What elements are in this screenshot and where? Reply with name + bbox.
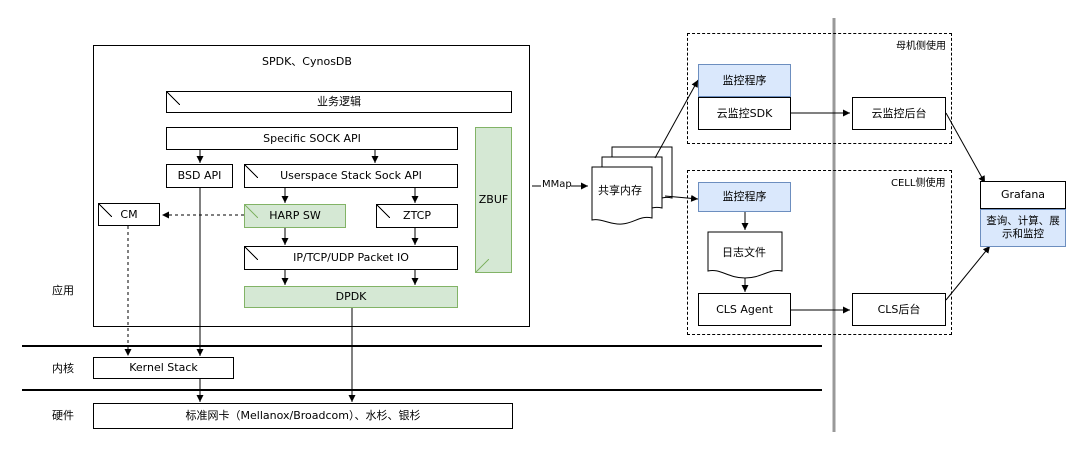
layer-label-hardware: 硬件 <box>52 409 74 422</box>
grafana-box: Grafana <box>980 181 1066 209</box>
cloud-monitor-backend-box: 云监控后台 <box>852 97 946 130</box>
business-logic-box: 业务逻辑 <box>166 91 512 113</box>
host-group-title: 母机侧使用 <box>896 41 946 52</box>
dpdk-box: DPDK <box>244 286 458 308</box>
app-group-title: SPDK、CynosDB <box>262 55 352 68</box>
nic-box: 标准网卡（Mellanox/Broadcom）、水杉、银杉 <box>93 403 513 429</box>
layer-label-app: 应用 <box>52 284 74 297</box>
shared-mem-label: 共享内存 <box>598 184 642 197</box>
mmap-label: MMap <box>542 179 572 190</box>
cls-backend-box: CLS后台 <box>852 293 946 326</box>
cls-agent-box: CLS Agent <box>698 293 791 326</box>
harp-sw-box: HARP SW <box>244 204 346 228</box>
arrow-cloud-backend-to-grafana <box>945 112 986 184</box>
cm-box: CM <box>98 203 160 226</box>
specific-sock-api-box: Specific SOCK API <box>166 127 458 150</box>
layer-label-kernel: 内核 <box>52 362 74 375</box>
arrow-shm-to-host-monitor <box>654 79 699 159</box>
zbuf-box: ZBUF <box>475 127 512 273</box>
ztcp-box: ZTCP <box>376 204 458 228</box>
log-file-label: 日志文件 <box>722 246 766 259</box>
arrow-cls-backend-to-grafana <box>945 245 991 301</box>
cloud-monitor-sdk-box: 云监控SDK <box>698 97 791 130</box>
shared-mem-doc-front <box>591 166 653 225</box>
host-monitor-program-box: 监控程序 <box>698 64 791 97</box>
packet-io-box: IP/TCP/UDP Packet IO <box>244 246 458 270</box>
userspace-sock-api-box: Userspace Stack Sock API <box>244 164 458 188</box>
kernel-stack-box: Kernel Stack <box>93 357 234 379</box>
host-group <box>687 33 952 144</box>
cell-group-title: CELL侧使用 <box>891 178 946 189</box>
bsd-api-box: BSD API <box>166 164 233 188</box>
grafana-desc-box: 查询、计算、展示和监控 <box>980 209 1066 247</box>
cell-monitor-program-box: 监控程序 <box>698 182 791 212</box>
arrow-shm-to-cell-monitor <box>664 194 699 202</box>
cell-group <box>687 170 952 335</box>
app-group <box>93 45 530 327</box>
